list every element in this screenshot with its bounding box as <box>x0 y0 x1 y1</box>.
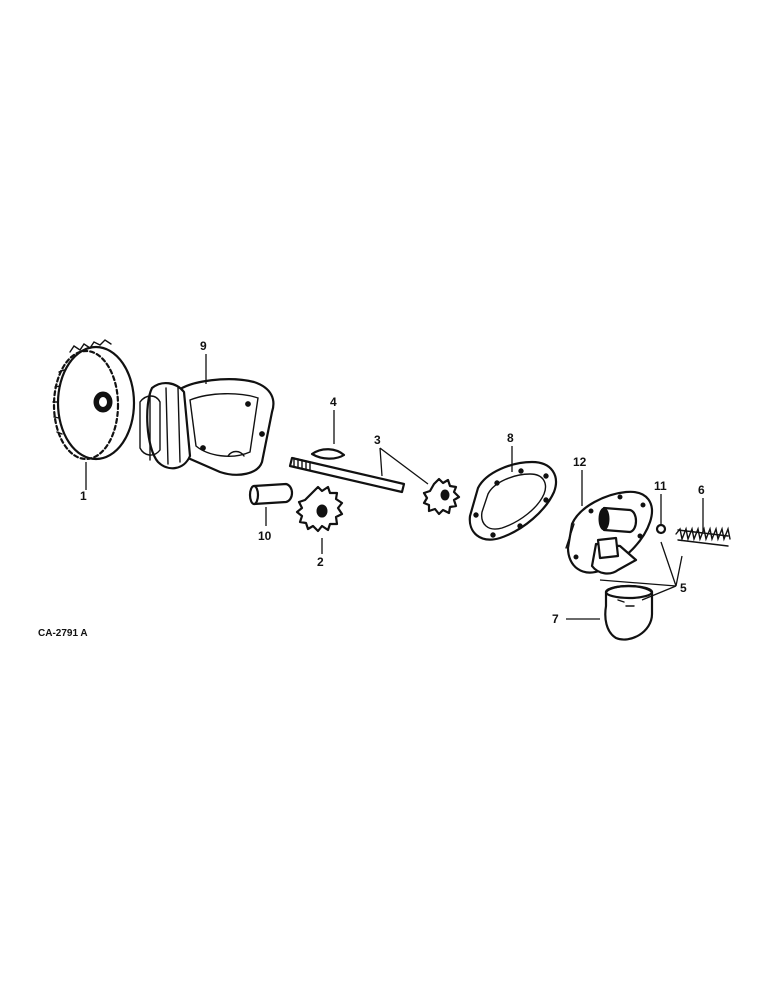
part-8-gasket <box>468 460 558 541</box>
callout-9: 9 <box>200 339 207 353</box>
callout-10: 10 <box>258 529 272 543</box>
callout-12: 12 <box>573 455 587 469</box>
part-4-key <box>310 448 346 460</box>
callout-2: 2 <box>317 555 324 569</box>
callout-3: 3 <box>374 433 381 447</box>
callout-1: 1 <box>80 489 87 503</box>
part-11-ball <box>655 523 667 535</box>
part-6-spring <box>675 526 731 547</box>
part-10-pin <box>248 482 294 506</box>
drawing-code: CA-2791 A <box>38 628 88 639</box>
callout-4: 4 <box>330 395 337 409</box>
callout-11: 11 <box>654 479 667 493</box>
leader-lines <box>85 354 704 620</box>
callout-6: 6 <box>698 483 705 497</box>
callouts: 1 9 10 2 4 3 8 12 11 6 5 7 <box>80 339 705 626</box>
part-2-driven-gear <box>295 485 344 533</box>
part-1-drive-gear <box>52 339 136 461</box>
part-7-filter-cup <box>604 584 654 641</box>
part-12-cover <box>565 490 653 575</box>
part-3-shaft-and-gear <box>288 456 461 516</box>
part-9-pump-body <box>139 378 275 476</box>
callout-5: 5 <box>680 581 687 595</box>
callout-8: 8 <box>507 431 514 445</box>
callout-7: 7 <box>552 612 559 626</box>
